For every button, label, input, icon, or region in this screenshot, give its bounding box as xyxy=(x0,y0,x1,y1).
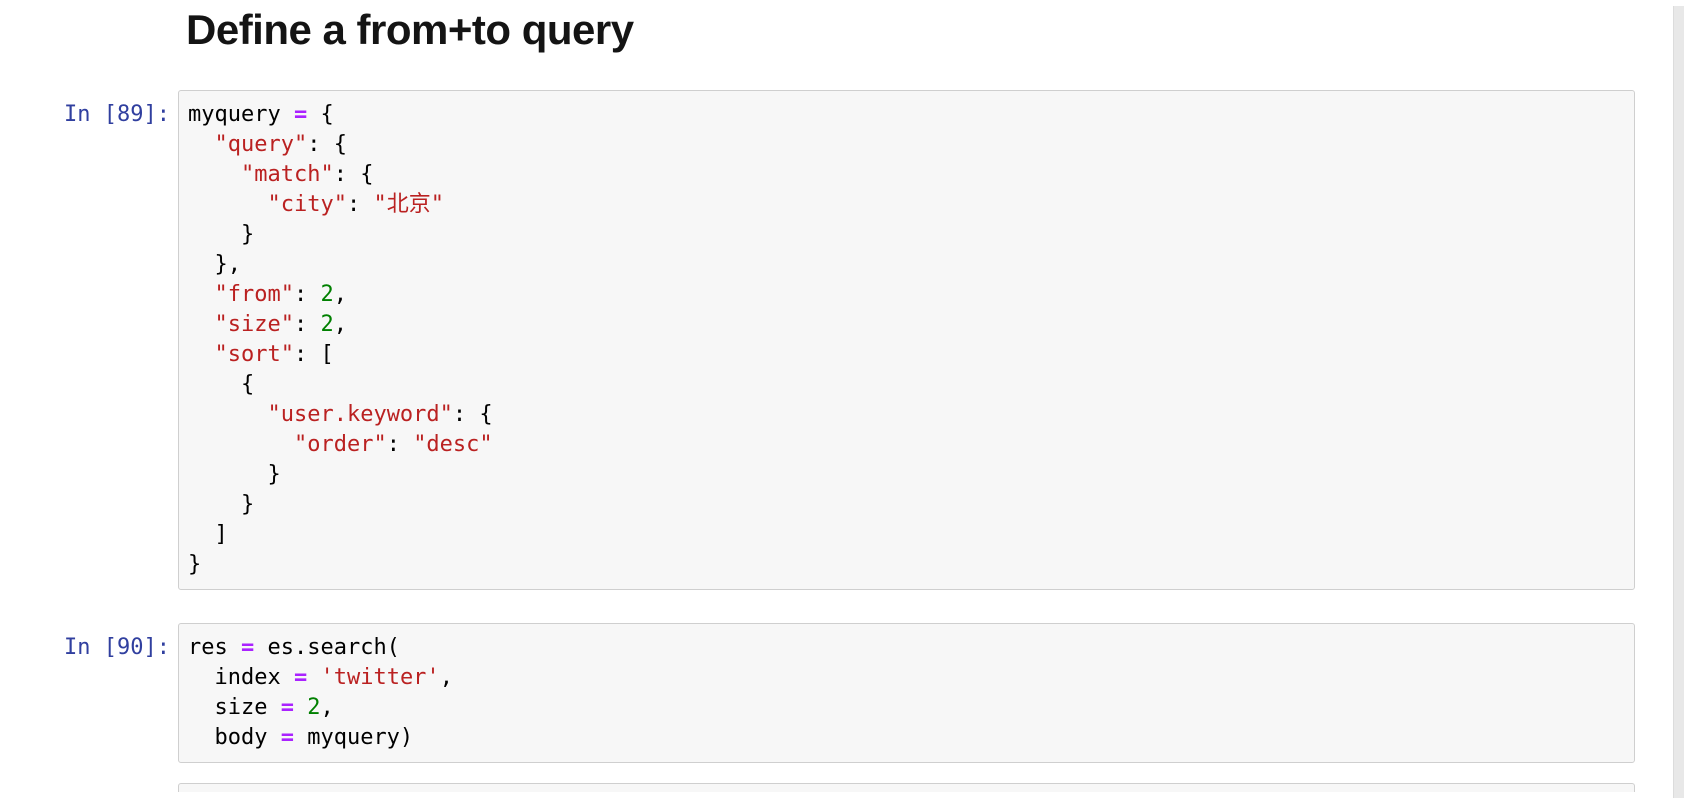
cell-list: In [89]: myquery = { "query": { "match": … xyxy=(0,90,1684,793)
code-cell: In [89]: myquery = { "query": { "match": … xyxy=(0,90,1684,590)
code-line: "query": { xyxy=(214,132,347,157)
notebook-page: Define a from+to query In [89]: myquery =… xyxy=(0,6,1684,798)
code-line: "sort": [ xyxy=(214,342,334,367)
code-editor[interactable]: res = es.search( index = 'twitter', size… xyxy=(178,623,1635,763)
code-text: res = es.search( index = 'twitter', size… xyxy=(188,633,1625,753)
code-line: { xyxy=(188,372,255,397)
code-cell xyxy=(0,783,1684,793)
code-cell: In [90]: res = es.search( index = 'twitte… xyxy=(0,623,1684,763)
code-line: } xyxy=(188,462,281,487)
input-prompt: In [89]: xyxy=(64,102,170,127)
code-line: "user.keyword": { xyxy=(267,402,493,427)
scrollbar-track[interactable] xyxy=(1673,6,1684,798)
code-editor[interactable]: myquery = { "query": { "match": { "city"… xyxy=(178,90,1635,590)
code-line: size = 2, xyxy=(188,695,334,720)
code-line: "match": { xyxy=(240,162,374,187)
code-line: index = 'twitter', xyxy=(188,665,453,690)
code-line: } xyxy=(188,552,202,577)
code-line: ] xyxy=(188,522,228,547)
code-line: } xyxy=(188,492,255,517)
code-text: myquery = { "query": { "match": { "city"… xyxy=(188,100,1625,580)
code-editor[interactable] xyxy=(178,783,1635,792)
code-line: body = myquery) xyxy=(188,725,414,750)
code-line: myquery = { xyxy=(188,102,334,127)
code-line: res = es.search( xyxy=(188,635,400,660)
code-line: "order": "desc" xyxy=(293,432,493,457)
code-line: "size": 2, xyxy=(214,312,347,337)
code-line: "city": "北京" xyxy=(267,192,444,217)
code-line: "from": 2, xyxy=(214,282,347,307)
input-prompt: In [90]: xyxy=(64,635,170,660)
section-heading: Define a from+to query xyxy=(186,6,634,53)
code-line: } xyxy=(188,222,255,247)
code-line: }, xyxy=(188,252,241,277)
